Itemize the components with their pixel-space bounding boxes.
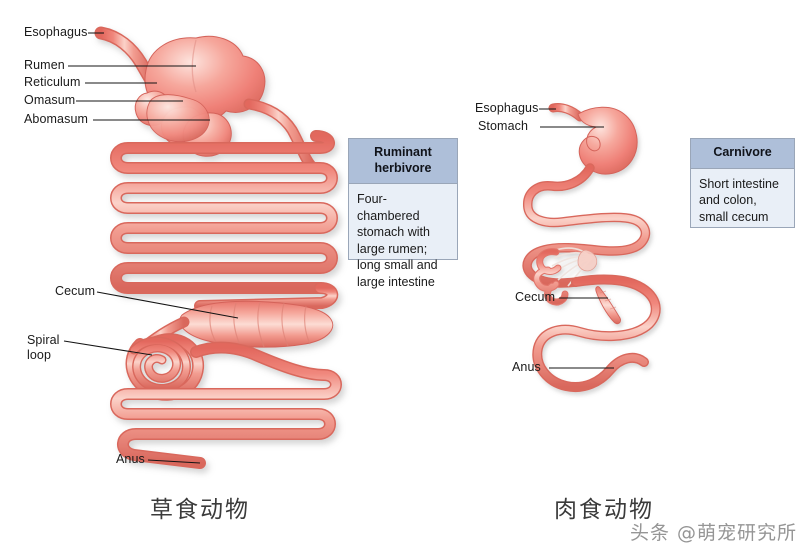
herbivore-esophagus-tube-inner: [96, 28, 157, 87]
caption-herbivore: 草食动物: [150, 497, 250, 523]
herbivore-tract: [94, 26, 342, 469]
leader-anus: [147, 459, 201, 464]
carnivore-small-intestine-inner: [523, 164, 649, 287]
herbivore-cecum: [179, 300, 334, 348]
carnivore-colon-inner: [533, 275, 660, 391]
info-box-ruminant-header-line2: herbivore: [374, 160, 432, 175]
label-herbivore-anus: Anus: [116, 452, 145, 466]
info-box-carnivore-header-line1: Carnivore: [713, 145, 772, 159]
label-carnivore-esophagus: Esophagus: [475, 101, 539, 115]
info-box-ruminant-body-line3: large rumen;: [357, 241, 428, 256]
info-box-ruminant-body-line1: Four-chambered: [357, 192, 420, 223]
info-box-carnivore-body: Short intestine and colon, small cecum: [691, 169, 794, 234]
label-carnivore-stomach: Stomach: [478, 119, 529, 133]
info-box-ruminant-herbivore: Ruminant herbivore Four-chambered stomac…: [348, 138, 458, 289]
carnivore-ileocecal-coil-inner: [534, 249, 568, 305]
info-box-ruminant-header-line1: Ruminant: [374, 145, 432, 159]
label-herbivore-reticulum: Reticulum: [24, 75, 81, 89]
label-herbivore-spiral-loop-line1: Spiral: [27, 333, 60, 347]
info-box-carnivore-body-line3: small cecum: [699, 209, 769, 224]
label-herbivore-omasum: Omasum: [24, 93, 76, 107]
label-carnivore-cecum: Cecum: [515, 290, 556, 304]
herbivore-rumen-ventral: [146, 94, 210, 143]
info-box-carnivore-body-line2: and colon,: [699, 193, 757, 208]
leader-cecum: [96, 291, 239, 319]
info-box-carnivore-header: Carnivore: [691, 139, 794, 169]
info-box-ruminant-body: Four-chambered stomach with large rumen;…: [349, 184, 457, 298]
info-box-carnivore: Carnivore Short intestine and colon, sma…: [690, 138, 795, 228]
label-herbivore-esophagus: Esophagus: [24, 25, 88, 39]
herbivore-ileum-inner: [195, 283, 337, 311]
herbivore-cecum-ribs: [209, 301, 311, 348]
herbivore-small-intestine-inner: [111, 131, 337, 293]
carnivore-cecum: [595, 286, 621, 325]
carnivore-stomach: [577, 106, 638, 175]
info-box-ruminant-header: Ruminant herbivore: [349, 139, 457, 185]
label-herbivore-cecum: Cecum: [55, 284, 96, 298]
carnivore-leader-lines: [539, 108, 614, 369]
label-herbivore-abomasum: Abomasum: [24, 112, 89, 126]
herbivore-large-intestine-inner: [111, 343, 341, 468]
info-box-ruminant-body-line4: long small and: [357, 258, 438, 273]
label-herbivore-rumen: Rumen: [24, 58, 65, 72]
herbivore-spiral-loop-coil-inner: [130, 338, 190, 392]
herbivore-leader-lines: [63, 32, 239, 464]
info-box-ruminant-body-line2: stomach with: [357, 225, 430, 240]
caption-carnivore: 肉食动物: [554, 497, 654, 523]
label-herbivore-spiral-loop-line2: loop: [27, 348, 52, 362]
leader-spiral: [63, 340, 153, 356]
info-box-ruminant-body-line5: large intestine: [357, 274, 435, 289]
info-box-carnivore-body-line1: Short intestine: [699, 176, 779, 191]
carnivore-tract: [522, 103, 661, 392]
herbivore-duodenum-inner: [245, 100, 317, 172]
carnivore-mesentery-base: [577, 249, 598, 272]
carnivore-cecum-ribs: [599, 290, 617, 310]
herbivore-rumen-crease: [191, 39, 197, 93]
watermark: 头条 @萌宠研究所: [630, 522, 798, 544]
label-carnivore-anus: Anus: [512, 360, 541, 374]
